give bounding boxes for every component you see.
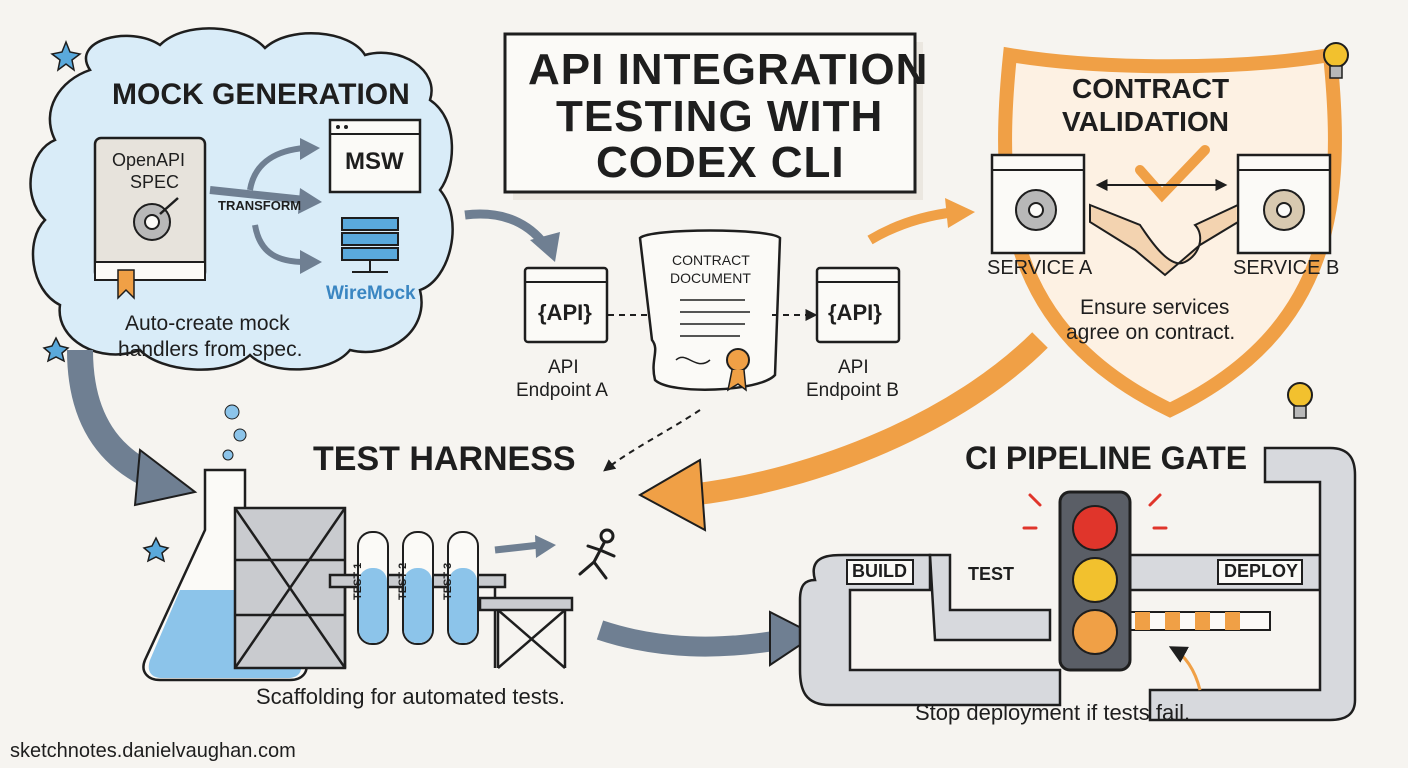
- api-endpoint-b-icon: [815, 266, 901, 344]
- arrow-contract-to-validation: [867, 198, 975, 245]
- contract-doc-title-1: CONTRACT: [672, 252, 750, 268]
- api-endpoint-a-icon: [523, 266, 609, 344]
- tube-1-label: TEST 1: [352, 562, 364, 600]
- endpoint-b-icon-label: {API}: [828, 300, 882, 325]
- gate-barrier: [1119, 611, 1271, 631]
- contract-doc-title-2: DOCUMENT: [670, 270, 751, 286]
- endpoint-b-label-1: API: [838, 357, 869, 378]
- tube-3-label: TEST 3: [442, 562, 454, 600]
- traffic-light-icon: [1022, 490, 1168, 672]
- openapi-book-icon: [93, 136, 207, 300]
- harness-heading: TEST HARNESS: [313, 440, 576, 478]
- arrow-mock-to-harness: [67, 349, 198, 507]
- build-label: BUILD: [852, 561, 907, 581]
- title-line-3: CODEX CLI: [596, 138, 845, 187]
- mock-heading: MOCK GENERATION: [112, 78, 410, 111]
- dashed-arrow-to-harness: [603, 409, 701, 472]
- footer-url[interactable]: sketchnotes.danielvaughan.com: [10, 740, 296, 762]
- title-line-1: API INTEGRATION: [528, 45, 929, 94]
- small-arrow-head: [535, 535, 556, 558]
- pipeline-caption: Stop deployment if tests fail.: [915, 700, 1191, 725]
- deploy-label-box: [1217, 559, 1303, 585]
- book-label-1: OpenAPI: [112, 150, 186, 170]
- endpoint-a-label-2: Endpoint A: [516, 380, 608, 401]
- validation-caption-1: Ensure services: [1080, 296, 1230, 319]
- transform-arrows: [209, 138, 322, 274]
- star-icons: [42, 39, 170, 563]
- harness-caption: Scaffolding for automated tests.: [256, 684, 565, 709]
- service-b-label: SERVICE B: [1233, 257, 1340, 279]
- book-label-2: SPEC: [130, 172, 180, 192]
- test-label: TEST: [968, 564, 1015, 584]
- wiremock-label: WireMock: [326, 283, 416, 304]
- contract-scroll-icon: [638, 229, 782, 392]
- title-box: [503, 32, 923, 200]
- small-arrow-to-runner: [494, 541, 541, 554]
- test-tube-icons: [357, 531, 479, 645]
- pipeline-heading: CI PIPELINE GATE: [965, 440, 1248, 476]
- arrow-to-gate: [1168, 646, 1202, 691]
- arrow-harness-to-pipeline: [596, 610, 817, 667]
- validation-caption-2: agree on contract.: [1066, 321, 1236, 344]
- service-a-window-icon: [990, 153, 1086, 255]
- red-light: [1072, 505, 1118, 551]
- wiremock-server-icon: [341, 217, 399, 273]
- checkmark-icon: [1095, 145, 1228, 203]
- validation-heading-1: CONTRACT: [1072, 73, 1230, 104]
- build-label-box: [846, 559, 914, 585]
- arrow-mock-to-contract: [464, 209, 560, 262]
- runner-icon: [578, 528, 616, 580]
- service-a-label: SERVICE A: [987, 257, 1093, 279]
- mock-caption-2: handlers from spec.: [118, 338, 303, 361]
- validation-heading-2: VALIDATION: [1062, 106, 1229, 137]
- lightbulb-icon-2: [1287, 382, 1313, 419]
- transform-label: TRANSFORM: [218, 198, 302, 213]
- msw-label: MSW: [345, 148, 404, 175]
- service-b-window-icon: [1236, 153, 1332, 255]
- yellow-light: [1072, 557, 1118, 603]
- mock-generation-cloud: [29, 27, 454, 371]
- msw-window-icon: [328, 118, 422, 194]
- deploy-label: DEPLOY: [1224, 561, 1299, 581]
- tube-2-label: TEST 2: [397, 562, 409, 600]
- lightbulb-icon: [1323, 42, 1349, 79]
- endpoint-a-icon-label: {API}: [538, 300, 592, 325]
- endpoint-a-label-1: API: [548, 357, 579, 378]
- endpoint-b-label-2: Endpoint B: [806, 380, 899, 401]
- orange-light: [1072, 609, 1118, 655]
- title-line-2: TESTING WITH: [556, 92, 884, 141]
- handshake-icon: [1089, 203, 1239, 277]
- mock-caption-1: Auto-create mock: [125, 312, 290, 335]
- arrow-validation-to-harness: [637, 332, 1048, 532]
